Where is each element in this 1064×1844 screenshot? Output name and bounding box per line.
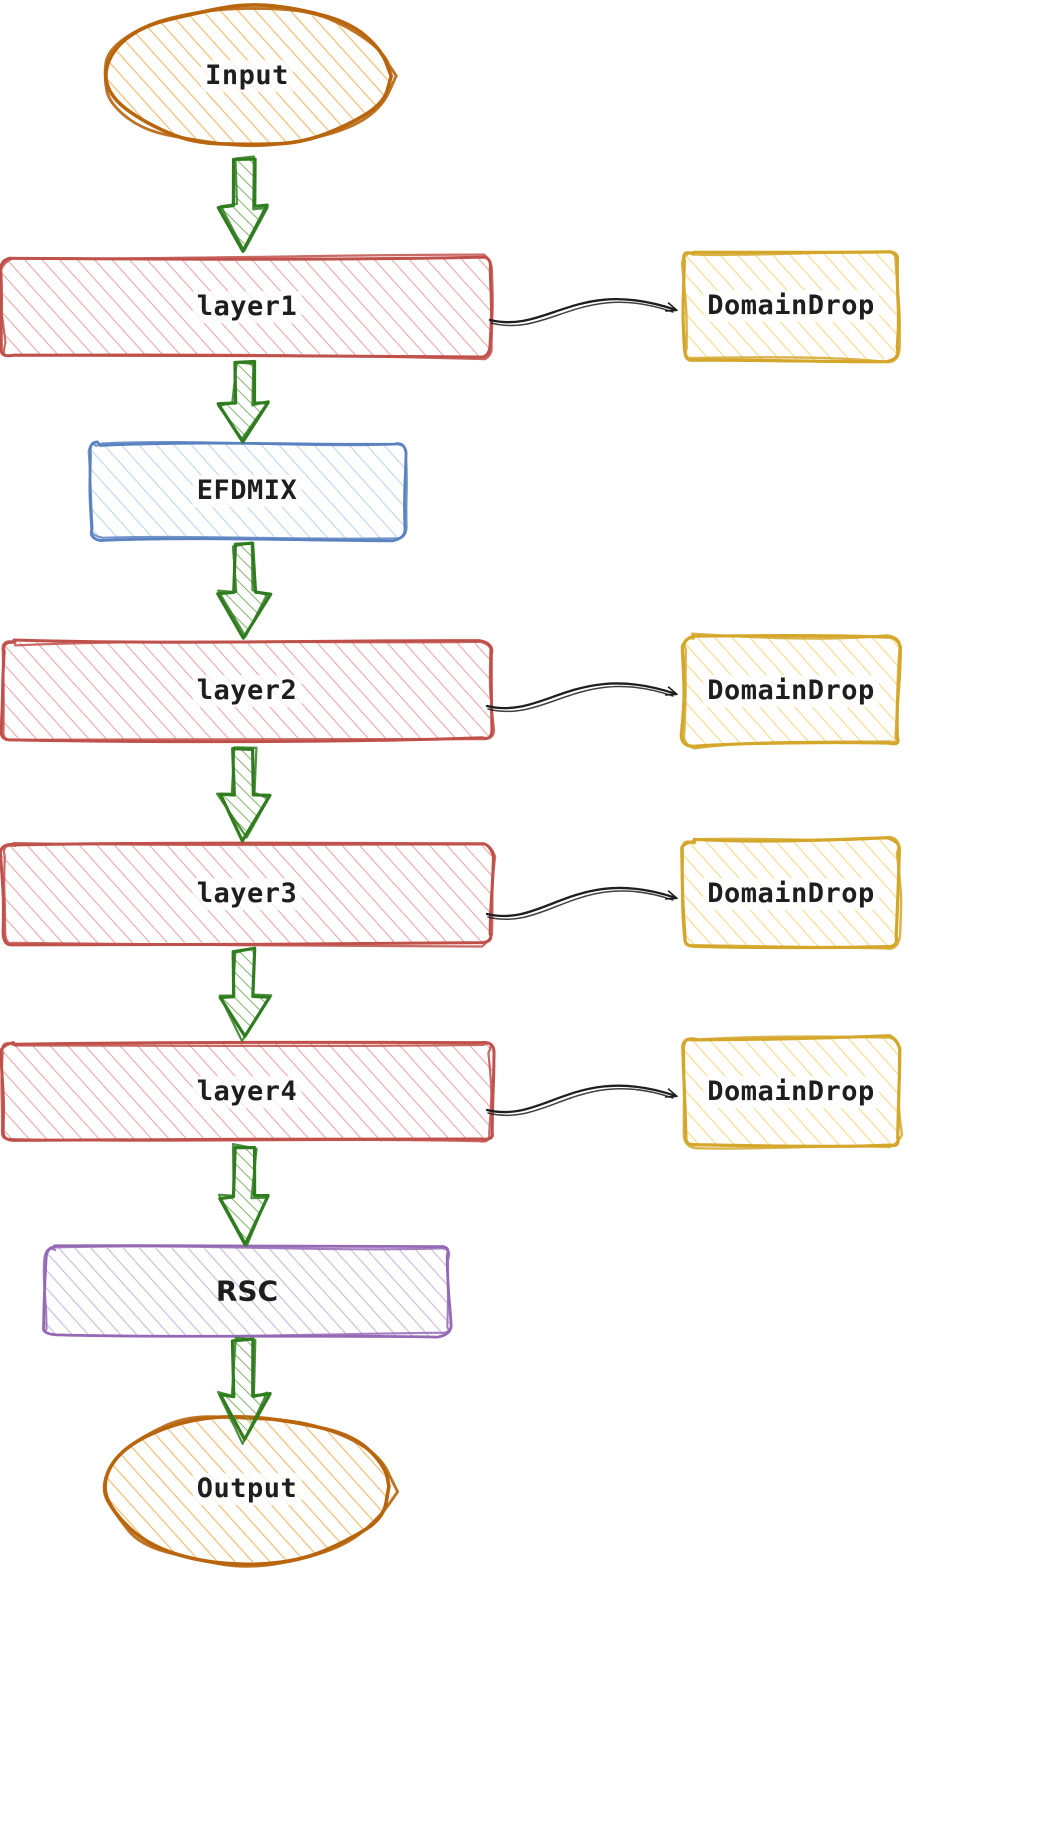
flow-arrow-a-layer1-efdmix	[216, 359, 270, 444]
link-arrow-l-layer2-dd2	[485, 682, 676, 713]
node-efdmix[interactable]	[87, 440, 408, 543]
node-rsc[interactable]	[42, 1244, 453, 1339]
flow-arrow-a-layer4-rsc	[217, 1143, 270, 1247]
flow-arrow-a-layer2-layer3	[215, 746, 272, 843]
flow-arrow-a-rsc-output	[216, 1336, 272, 1445]
node-layer1[interactable]	[0, 253, 494, 361]
node-layer3[interactable]	[0, 841, 497, 948]
node-output[interactable]	[102, 1414, 400, 1568]
flow-arrow-a-efdmix-layer2	[216, 541, 273, 640]
node-domaindrop1[interactable]	[680, 250, 902, 364]
link-arrow-l-layer4-dd4	[485, 1084, 676, 1117]
link-arrow-l-layer1-dd1	[488, 298, 676, 327]
link-arrow-l-layer3-dd3	[485, 886, 676, 921]
flow-arrow-a-layer3-layer4	[218, 946, 273, 1043]
node-domaindrop4[interactable]	[681, 1034, 904, 1150]
node-layer4[interactable]	[0, 1040, 496, 1143]
node-input[interactable]	[103, 3, 398, 148]
node-layer2[interactable]	[0, 638, 496, 744]
flow-arrow-a-input-layer1	[216, 155, 269, 253]
node-domaindrop3[interactable]	[680, 835, 903, 950]
node-domaindrop2[interactable]	[679, 632, 903, 750]
